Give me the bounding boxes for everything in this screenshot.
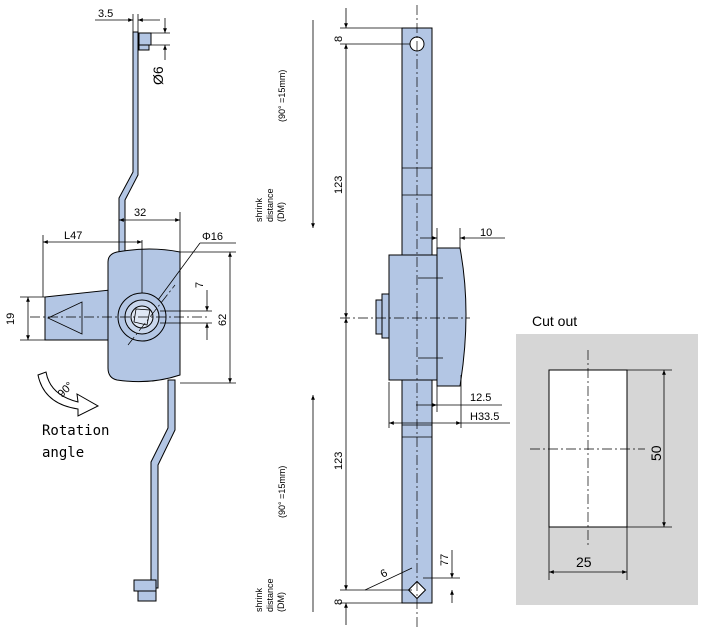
side-view-bottom-pin <box>133 579 157 592</box>
shrink-note-bottom-line1: shrink <box>254 587 264 612</box>
dim-123-bottom: 123 <box>333 452 345 470</box>
dim-19: 19 <box>5 313 17 325</box>
side-view-top-rod <box>118 31 139 256</box>
dim-3-5: 3.5 <box>98 8 113 20</box>
dim-6: 6 <box>379 567 390 580</box>
dim-32: 32 <box>134 207 146 219</box>
shrink-note-bottom-line2: distance <box>265 578 275 612</box>
shrink-note-top-line3: (DM) <box>276 202 286 222</box>
cutout-width: 25 <box>576 554 592 570</box>
dim-77: 77 <box>439 554 451 566</box>
dim-7: 7 <box>194 282 206 288</box>
cutout-view: Cut out 50 25 <box>516 313 698 605</box>
front-view-handle <box>436 247 467 387</box>
dim-8-top: 8 <box>333 36 345 42</box>
shrink-note-bottom-range: (90° =15mm) <box>277 466 287 518</box>
front-view: 8 123 123 8 10 12.5 H33.5 6 77 <box>254 5 510 630</box>
dim-H33-5: H33.5 <box>470 411 499 423</box>
rotation-arrow <box>37 371 100 417</box>
front-view-housing <box>388 254 438 381</box>
side-view-top-pin <box>138 32 152 46</box>
shrink-note-top-line1: shrink <box>254 197 264 222</box>
dim-10: 10 <box>480 227 492 239</box>
dim-12-5: 12.5 <box>470 392 491 404</box>
side-view: 3.5 Ø6 32 L47 Φ16 7 62 <box>5 8 236 602</box>
shrink-note-top-range: (90° =15mm) <box>277 70 287 122</box>
rotation-label-line1: Rotation <box>42 423 109 439</box>
side-view-bottom-rod <box>150 379 176 589</box>
shrink-note-top-line2: distance <box>265 188 275 222</box>
dim-123-top: 123 <box>333 176 345 194</box>
dim-phi16: Φ16 <box>202 231 223 243</box>
dim-62: 62 <box>217 314 229 326</box>
rotation-label-line2: angle <box>42 445 84 461</box>
dim-phi6: Ø6 <box>150 66 166 85</box>
cutout-title: Cut out <box>532 313 577 329</box>
shrink-note-bottom-line3: (DM) <box>276 592 286 612</box>
cutout-height: 50 <box>648 445 664 461</box>
dim-8-bottom: 8 <box>333 599 345 605</box>
dim-L47: L47 <box>64 230 82 242</box>
